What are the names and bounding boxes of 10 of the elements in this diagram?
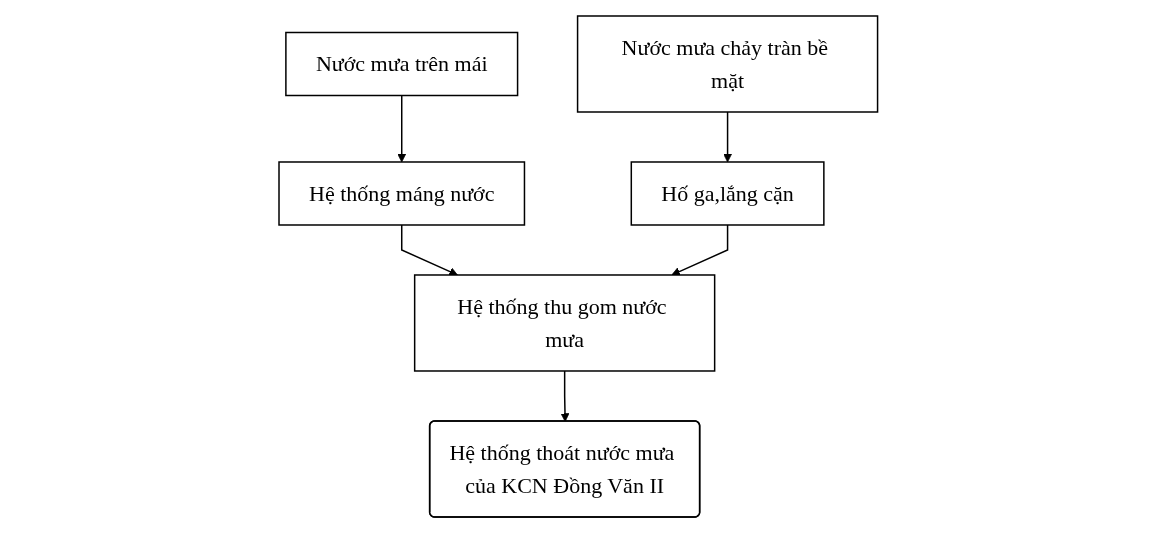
node-box: Nước mưa chảy tràn bề mặt [576,15,879,113]
arrow [397,94,406,163]
node-box: Hố ga,lắng cặn [630,161,825,226]
node-box: Hệ thống thu gom nước mưa [413,274,716,372]
arrow [671,224,729,276]
node-box: Nước mưa trên mái [284,31,519,97]
arrow [722,111,732,163]
arrow [560,370,570,422]
node-box: Hệ thống máng nước [277,161,525,226]
arrow [400,224,458,276]
